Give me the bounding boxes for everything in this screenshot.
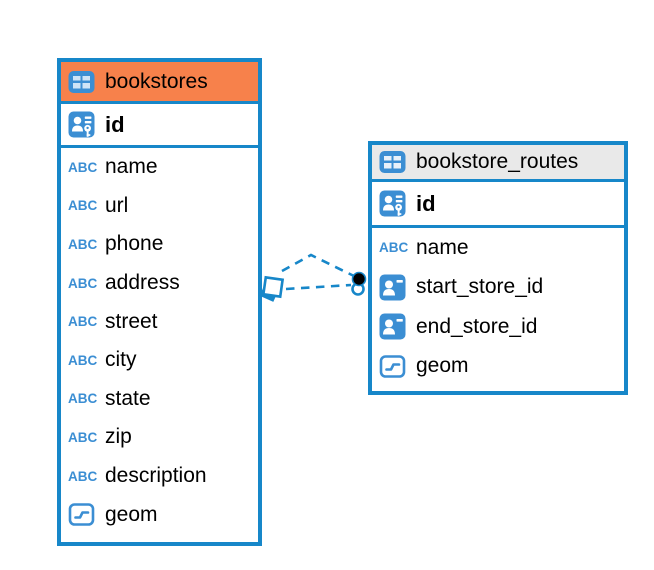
table-bookstore-routes[interactable]: bookstore_routes id ABC bbox=[368, 141, 628, 395]
column-label: end_store_id bbox=[416, 314, 538, 338]
column-row-start-store-id[interactable]: start_store_id bbox=[372, 267, 624, 307]
column-row-url[interactable]: ABC url bbox=[61, 186, 258, 226]
column-list: ABC name start_store_id bbox=[372, 228, 624, 386]
column-row-city[interactable]: ABC city bbox=[61, 340, 258, 380]
column-row-geom[interactable]: geom bbox=[372, 346, 624, 386]
text-type-icon: ABC bbox=[68, 352, 98, 368]
column-list: ABC name ABC url ABC phone ABC address A… bbox=[61, 148, 258, 534]
column-label: state bbox=[105, 386, 151, 410]
column-label: id bbox=[416, 190, 436, 216]
column-label: city bbox=[105, 348, 137, 372]
column-row-street[interactable]: ABC street bbox=[61, 302, 258, 341]
column-label: name bbox=[416, 235, 469, 259]
table-bookstore-routes-header[interactable]: bookstore_routes bbox=[372, 145, 624, 182]
table-title: bookstores bbox=[105, 69, 208, 93]
column-row-address[interactable]: ABC address bbox=[61, 263, 258, 303]
column-label: address bbox=[105, 271, 180, 295]
table-title: bookstore_routes bbox=[416, 150, 579, 173]
column-row-end-store-id[interactable]: end_store_id bbox=[372, 307, 624, 347]
geometry-type-icon bbox=[68, 501, 96, 528]
text-type-icon: ABC bbox=[68, 429, 98, 445]
text-type-icon: ABC bbox=[379, 240, 409, 256]
text-type-icon: ABC bbox=[68, 314, 98, 330]
column-label: description bbox=[105, 464, 207, 488]
reference-type-icon bbox=[379, 313, 407, 340]
text-type-icon: ABC bbox=[68, 159, 98, 175]
column-label: id bbox=[105, 111, 125, 137]
column-row-geom[interactable]: geom bbox=[61, 495, 258, 534]
column-label: zip bbox=[105, 425, 132, 449]
column-label: start_store_id bbox=[416, 275, 544, 299]
table-bookstores[interactable]: bookstores id ABC bbox=[57, 58, 262, 546]
relationship-line-lower[interactable] bbox=[285, 283, 352, 291]
relationship-endpoint-dot[interactable] bbox=[351, 271, 367, 287]
text-type-icon: ABC bbox=[68, 275, 98, 291]
relationship-endpoint-ring[interactable] bbox=[351, 282, 365, 296]
column-row-phone[interactable]: ABC phone bbox=[61, 225, 258, 264]
column-row-zip[interactable]: ABC zip bbox=[61, 418, 258, 457]
column-row-id[interactable]: id bbox=[61, 104, 258, 148]
geometry-type-icon bbox=[379, 353, 407, 380]
column-label: geom bbox=[416, 354, 469, 378]
column-label: url bbox=[105, 193, 129, 217]
column-row-id[interactable]: id bbox=[372, 182, 624, 228]
column-row-name[interactable]: ABC name bbox=[61, 148, 258, 187]
text-type-icon: ABC bbox=[68, 236, 98, 252]
primary-key-icon bbox=[68, 111, 96, 138]
reference-type-icon bbox=[379, 274, 407, 301]
column-label: name bbox=[105, 155, 158, 179]
text-type-icon: ABC bbox=[68, 468, 98, 484]
primary-key-icon bbox=[379, 190, 407, 217]
table-icon bbox=[68, 70, 96, 94]
text-type-icon: ABC bbox=[68, 198, 98, 214]
column-label: phone bbox=[105, 232, 164, 256]
column-label: geom bbox=[105, 502, 158, 526]
table-bookstores-header[interactable]: bookstores bbox=[61, 62, 258, 104]
column-row-state[interactable]: ABC state bbox=[61, 379, 258, 419]
many-end-marker[interactable] bbox=[259, 275, 285, 302]
relationship-line-upper[interactable] bbox=[281, 253, 355, 278]
text-type-icon: ABC bbox=[68, 391, 98, 407]
column-label: street bbox=[105, 309, 158, 333]
column-row-description[interactable]: ABC description bbox=[61, 456, 258, 496]
table-icon bbox=[379, 150, 407, 174]
column-row-name[interactable]: ABC name bbox=[372, 228, 624, 268]
